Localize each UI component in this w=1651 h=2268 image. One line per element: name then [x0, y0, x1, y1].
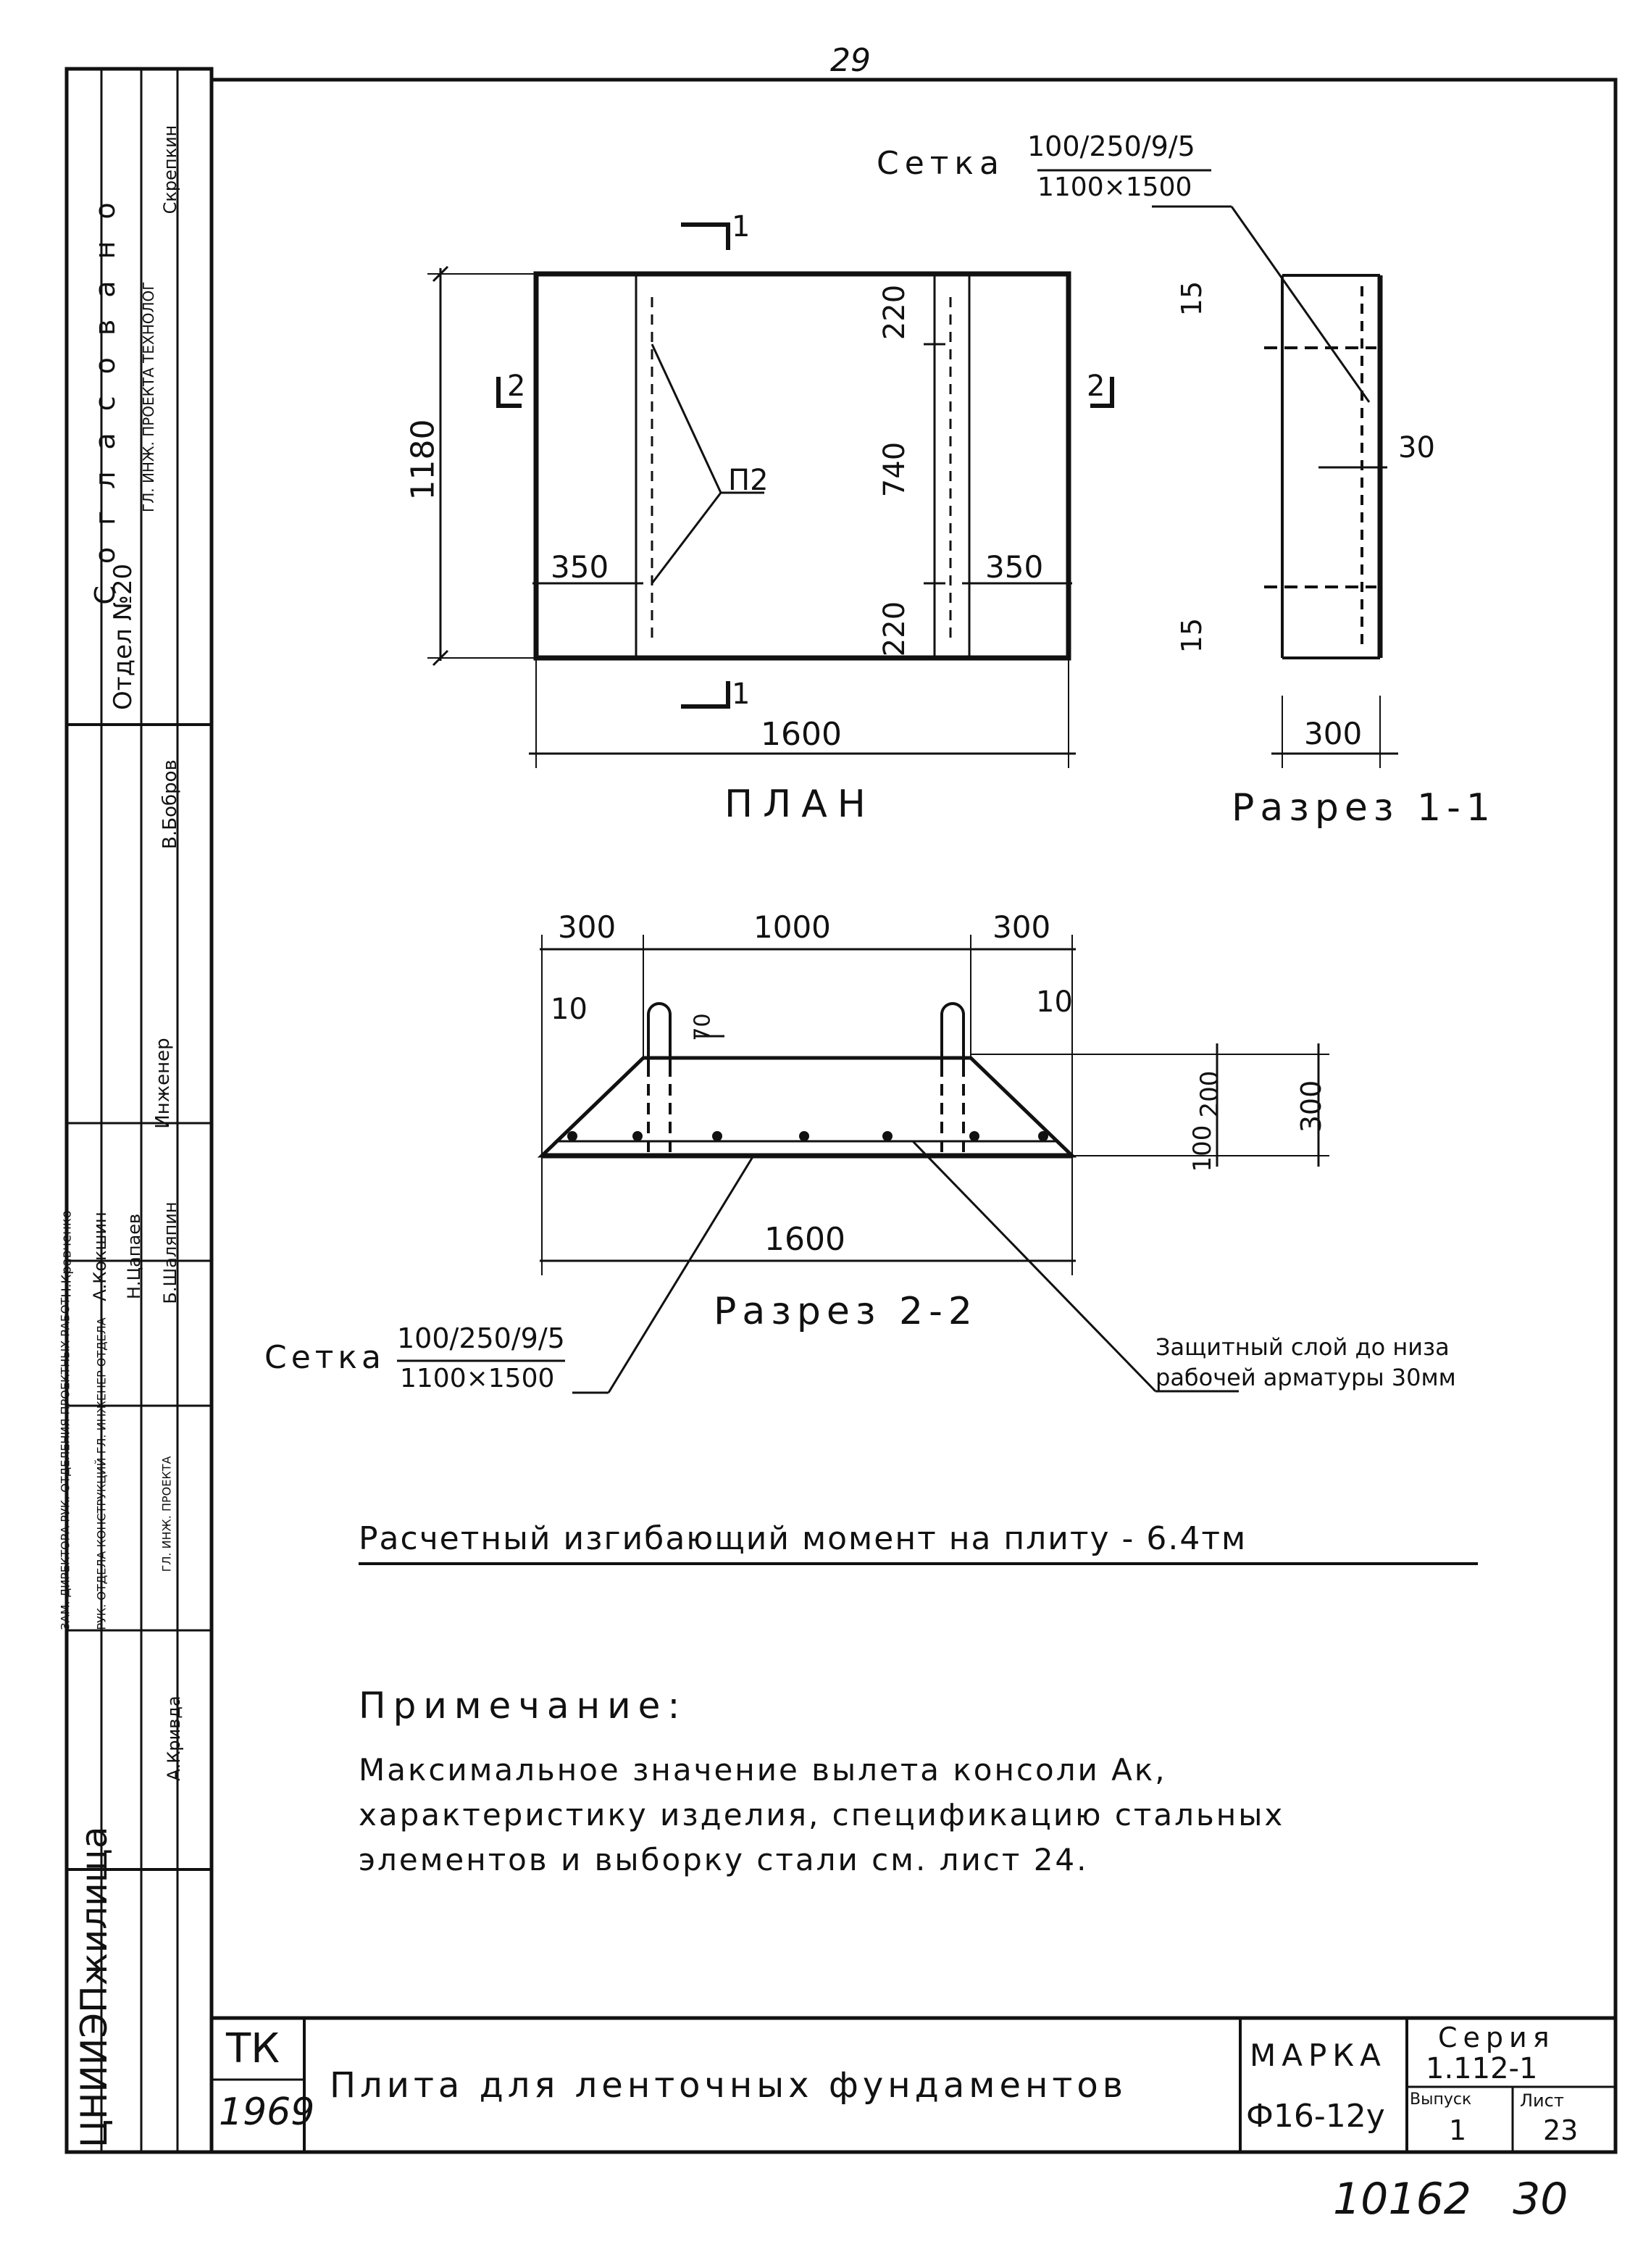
title-block-series-value: 1.112-1	[1426, 2052, 1538, 2085]
title-block-title: Плита для ленточных фундаментов	[330, 2065, 1127, 2106]
plan-view	[427, 222, 1114, 768]
mesh-label-top-denominator: 1100×1500	[1037, 172, 1192, 202]
section-2-2-dim-10-right: 10	[1036, 985, 1073, 1019]
section-2-2-dim-10-left: 10	[551, 993, 588, 1026]
section-2-2-dim-100: 100	[1188, 1125, 1217, 1172]
strip-roles-block: ЗАМ. ДИРЕКТОРА РУК. ОТДЕЛЕНИЯ ПРОЕКТНЫХ …	[58, 1297, 72, 1630]
page-number-bottom: 10162 30	[1333, 2174, 1568, 2225]
strip-role-engineer: Инженер	[152, 1038, 174, 1129]
strip-gi-tech: ГЛ. ИНЖ. ПРОЕКТА ТЕХНОЛОГ	[140, 281, 157, 512]
section-1-1-dim-width: 300	[1304, 716, 1363, 751]
note-line1: Максимальное значение вылета консоли Ак,	[359, 1752, 1167, 1788]
title-block-marka-label: МАРКА	[1250, 2038, 1387, 2073]
plan-dim-top: 220	[878, 284, 911, 341]
section-2-2-dim-mid: 1000	[753, 909, 831, 945]
strip-roles-block2: РУК. ОТДЕЛА КОНСТРУКЦИЙ ГЛ. ИНЖЕНЕР ОТДЕ…	[94, 1317, 109, 1630]
plan-mark-p2: П2	[728, 464, 769, 497]
section-2-2-view	[537, 935, 1329, 1394]
section-1-1-view	[1152, 205, 1398, 768]
mesh-label-top-numerator: 100/250/9/5	[1027, 130, 1195, 162]
strip-dept: Отдел №20	[109, 563, 138, 710]
plan-section-mark-bottom: 1	[732, 678, 751, 711]
section-2-2-title: Разрез 2-2	[714, 1290, 978, 1333]
strip-name-tsapaev: Н.Цапаев	[124, 1213, 144, 1300]
page-number-top: 29	[830, 42, 871, 79]
title-block-sheet-label: Лист	[1520, 2090, 1564, 2111]
section-2-2-dim-70: 70	[690, 1013, 716, 1041]
section-1-1-title: Разрез 1-1	[1232, 786, 1496, 830]
strip-name-shalyapin: Б.Шаляпин	[160, 1201, 180, 1304]
plan-dim-left: 350	[551, 549, 609, 585]
note-line2: характеристику изделия, спецификацию ста…	[359, 1797, 1285, 1833]
plan-title: ПЛАН	[724, 783, 876, 826]
title-block-marka-value: Ф16-12у	[1246, 2098, 1385, 2135]
section-2-2-dim-200: 200	[1195, 1070, 1224, 1118]
strip-name-skrebkov: Скрепкин	[160, 125, 180, 214]
note-line3: элементов и выборку стали см. лист 24.	[359, 1842, 1089, 1877]
title-block-series-label: Серия	[1438, 2022, 1555, 2054]
mesh-label-bottom-word: Сетка	[264, 1339, 385, 1376]
strip-name-kokshin: А.Кокшин	[90, 1212, 110, 1301]
plan-dim-bottom: 220	[878, 601, 911, 657]
title-block-issue-label: Выпуск	[1410, 2090, 1472, 2109]
mesh-label-top-word: Сетка	[877, 145, 1005, 182]
title-block-issue-value: 1	[1449, 2114, 1467, 2146]
cover-note-line2: рабочей арматуры 30мм	[1155, 1364, 1456, 1391]
plan-dim-mid: 740	[878, 441, 911, 498]
moment-text: Расчетный изгибающий момент на плиту - 6…	[359, 1520, 1247, 1557]
title-block-year: 1969	[219, 2090, 315, 2134]
strip-agreed: Согласовано	[89, 180, 121, 605]
section-2-2-dim-right: 300	[992, 909, 1051, 945]
note-title: Примечание:	[359, 1685, 687, 1727]
strip-org: ЦНИИЭПжилища	[73, 1826, 115, 2148]
mesh-label-bottom-numerator: 100/250/9/5	[397, 1322, 565, 1354]
cover-note-line1: Защитный слой до низа	[1155, 1333, 1450, 1361]
section-2-2-dim-total: 1600	[764, 1221, 845, 1258]
plan-section-mark-right: 2	[1087, 370, 1105, 403]
section-1-1-dim-cover: 30	[1398, 431, 1435, 464]
plan-dim-height: 1180	[404, 419, 442, 501]
section-1-1-dim-top: 15	[1176, 280, 1208, 317]
title-block-tk: ТК	[226, 2025, 280, 2072]
title-block-sheet-value: 23	[1543, 2114, 1579, 2146]
section-2-2-dim-300: 300	[1295, 1080, 1327, 1133]
strip-name-krivda: А.Кривда	[164, 1696, 184, 1781]
strip-name-bobrov: В.Бобров	[159, 759, 181, 849]
left-strip-frame	[64, 67, 214, 2154]
mesh-label-bottom-denominator: 1100×1500	[400, 1364, 555, 1393]
section-2-2-dim-left: 300	[558, 909, 616, 945]
section-1-1-dim-bottom: 15	[1176, 617, 1208, 654]
plan-dim-width: 1600	[761, 716, 842, 753]
plan-section-mark-top: 1	[732, 210, 751, 243]
sheet-frame	[209, 78, 1618, 2154]
plan-dim-right: 350	[985, 549, 1044, 585]
strip-roles-block3: ГЛ. ИНЖ. ПРОЕКТА	[159, 1456, 174, 1572]
plan-section-mark-left: 2	[507, 370, 526, 403]
